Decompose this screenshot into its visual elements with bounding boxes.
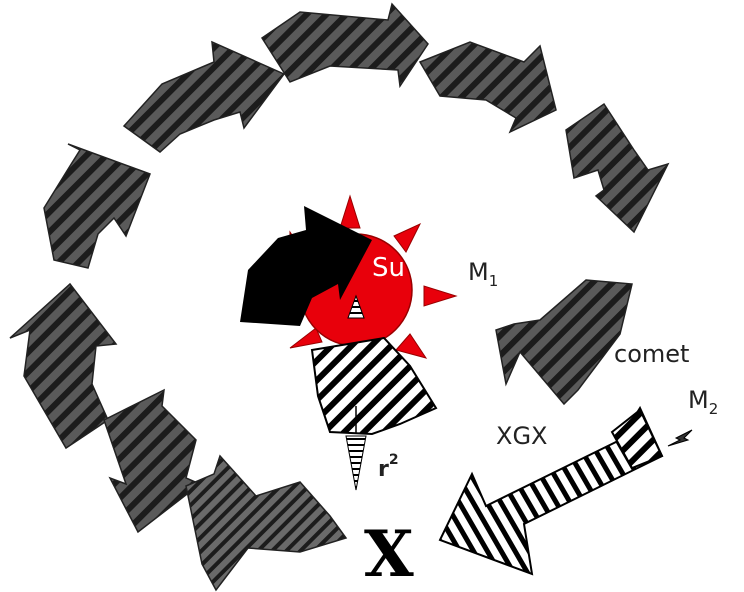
spiral-arrow-1 (262, 4, 428, 86)
r-label: r2 (378, 452, 399, 482)
spiral-arrow-4 (496, 280, 632, 404)
spiral-arrow-6 (44, 144, 150, 268)
m2-marker (668, 430, 692, 446)
m2-label: M2 (688, 386, 718, 418)
spiral-arrow-5 (124, 42, 284, 152)
xgx-arrow (440, 408, 662, 574)
xgx-label: XGX (496, 422, 547, 450)
sun-label: Su (372, 253, 405, 283)
spiral-arrow-7 (10, 284, 116, 448)
spiral-arrow-9 (186, 456, 346, 590)
spiral-arrow-2 (420, 42, 556, 132)
x-label: X (364, 517, 414, 592)
m1-label: M1 (468, 258, 498, 290)
comet-label: comet (614, 340, 689, 368)
spiral-arrow-3 (566, 104, 668, 232)
spiral-arrow-8 (104, 390, 200, 532)
sun: Su (240, 196, 456, 358)
